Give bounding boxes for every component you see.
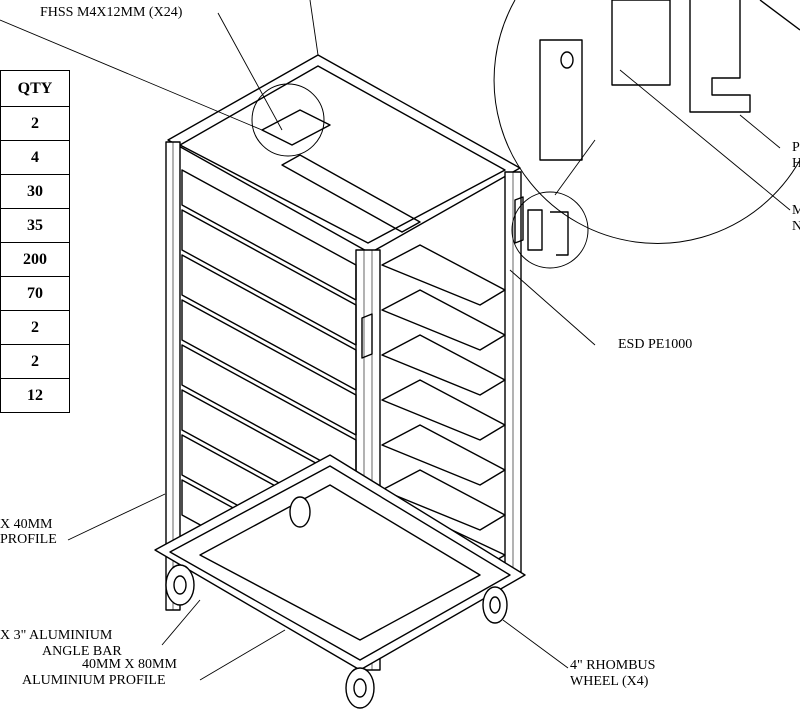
qty-cell: 35: [0, 208, 70, 243]
callout-right-h: H: [792, 156, 800, 171]
base-frame: [154, 454, 526, 671]
qty-cell: 2: [0, 344, 70, 379]
callout-angle-line1: X 3" ALUMINIUM: [0, 628, 113, 643]
shelves: [381, 244, 506, 571]
handle-detail-inset: [511, 191, 589, 269]
qty-cell: 4: [0, 140, 70, 175]
qty-cell: 12: [0, 378, 70, 413]
qty-cell: 200: [0, 242, 70, 277]
callout-profile-small-line2: PROFILE: [0, 532, 57, 547]
top-frame: [167, 54, 521, 254]
callout-screw: FHSS M4X12MM (X24): [40, 5, 183, 20]
callout-profile-small-line1: X 40MM: [0, 517, 53, 532]
callout-esd: ESD PE1000: [618, 337, 693, 352]
qty-cell: 2: [0, 106, 70, 141]
leader-lines: [0, 0, 791, 681]
callout-angle-line2: ANGLE BAR: [42, 644, 122, 659]
qty-cell: 70: [0, 276, 70, 311]
detail-circle-top: [251, 83, 325, 157]
qty-cell: 30: [0, 174, 70, 209]
qty-table: QTY 2 4 30 35 200 70 2 2 12: [0, 70, 70, 413]
qty-cell: 2: [0, 310, 70, 345]
detail-circle-large: [493, 0, 800, 244]
callout-wheel-line2: WHEEL (X4): [570, 674, 649, 689]
callout-right-p: P: [792, 140, 800, 155]
wheels: [165, 496, 508, 709]
callout-wheel-line1: 4" RHOMBUS: [570, 658, 656, 673]
callout-right-m: M: [792, 203, 800, 218]
qty-header: QTY: [0, 70, 70, 107]
callout-right-n: N: [792, 219, 800, 234]
callout-profile-large-line1: 40MM X 80MM: [82, 657, 177, 672]
callout-profile-large-line2: ALUMINIUM PROFILE: [22, 673, 166, 688]
